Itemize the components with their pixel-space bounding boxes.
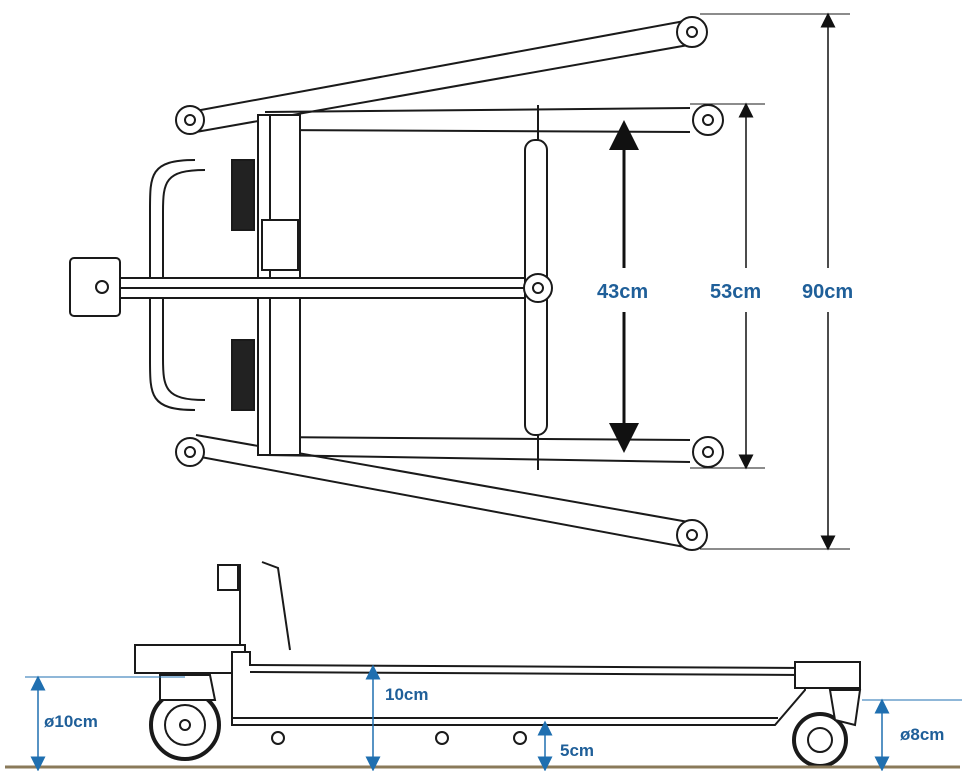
rear-wheel xyxy=(149,689,221,761)
outer-width-label: 90cm xyxy=(802,281,853,303)
outer-width-dimension: 90cm xyxy=(700,12,853,551)
inner-rail-top xyxy=(264,104,724,136)
inner-width-dimension: 43cm xyxy=(597,120,648,453)
rear-wheel-dimension: ø10cm xyxy=(25,675,185,771)
middle-width-dimension: 53cm xyxy=(690,102,765,470)
base-height-label: 10cm xyxy=(385,685,428,704)
front-wheel-label: ø8cm xyxy=(900,725,944,744)
front-wheel-dimension: ø8cm xyxy=(862,698,962,771)
base-height-dimension: 10cm xyxy=(365,664,428,771)
top-view xyxy=(69,16,724,551)
middle-width-label: 53cm xyxy=(710,281,761,303)
clearance-label: 5cm xyxy=(560,741,594,760)
clearance-dimension: 5cm xyxy=(537,720,594,771)
inner-width-label: 43cm xyxy=(597,281,648,303)
side-view xyxy=(134,561,862,768)
rear-wheel-label: ø10cm xyxy=(44,712,98,731)
inner-rail-bottom xyxy=(264,436,724,468)
outer-leg-bottom xyxy=(189,434,708,551)
